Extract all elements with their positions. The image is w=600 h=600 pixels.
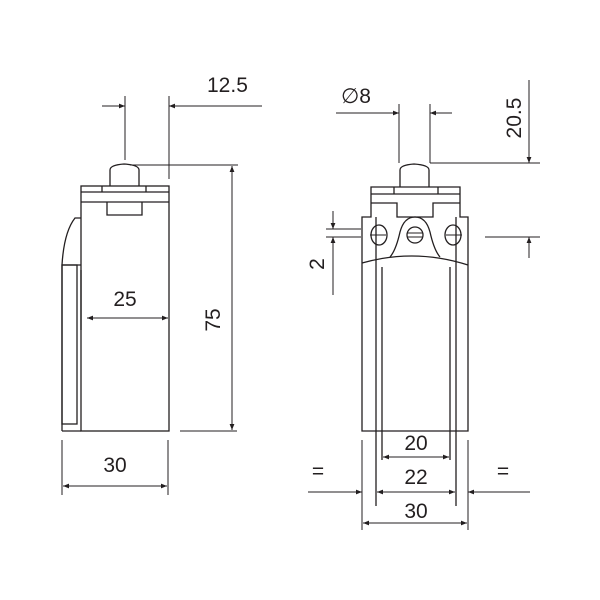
mounting-hole-left: [370, 224, 388, 246]
dim-label-12-5: 12.5: [207, 74, 248, 97]
dim-label-2: 2: [306, 258, 329, 270]
dim-label-22: 22: [404, 466, 427, 489]
side-lever: [61, 217, 81, 431]
dim-plunger-diameter: ∅8: [336, 85, 452, 163]
dim-label-25: 25: [113, 288, 136, 311]
dim-front-width: 30: [363, 500, 467, 526]
dim-inner-depth: 25: [87, 288, 168, 321]
equal-mark-left: =: [312, 460, 324, 483]
dim-hole-spacing: 22 = =: [308, 440, 530, 530]
mounting-hole-right: [444, 224, 462, 246]
screw-icon: [406, 226, 424, 244]
equal-mark-right: =: [497, 460, 509, 483]
dim-hole-offset: 2: [306, 211, 361, 295]
dim-label-75: 75: [202, 308, 225, 331]
dim-height: 75: [130, 164, 238, 432]
dim-label-diameter-8: ∅8: [341, 85, 371, 108]
side-body: [62, 185, 170, 432]
dim-label-20-5: 20.5: [503, 98, 526, 139]
dim-side-width: 30: [61, 440, 169, 495]
side-plunger: [109, 163, 140, 186]
dim-label-30-front: 30: [404, 500, 427, 523]
dim-plunger-offset: 12.5: [102, 74, 262, 179]
front-view: ∅8 20.5 2 20 22: [306, 80, 540, 530]
front-plunger: [399, 163, 430, 187]
dim-label-20: 20: [404, 432, 427, 455]
front-body: [361, 186, 469, 506]
dim-plunger-height: 20.5: [430, 80, 540, 258]
side-view: 12.5 75 25 30: [61, 74, 262, 495]
dim-label-30-side: 30: [103, 454, 126, 477]
dim-inner-width: 20: [383, 432, 449, 460]
